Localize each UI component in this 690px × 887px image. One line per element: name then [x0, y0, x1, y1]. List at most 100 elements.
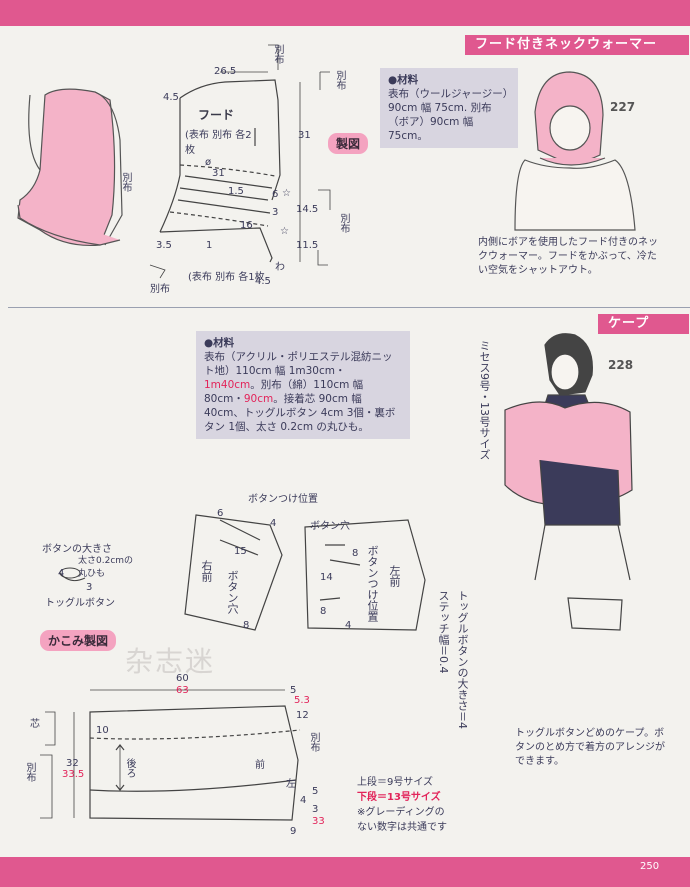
cape-f-d8c: 8 — [320, 606, 327, 617]
cape-materials-red2: 90cm — [243, 393, 274, 405]
bottom-band — [0, 857, 690, 887]
cape-toggle-size-v: トッグルボタンの大きさ＝4 — [456, 590, 469, 729]
cape-stitch-v: ステッチ幅＝0.4 — [437, 590, 450, 674]
cape-front-pieces — [184, 514, 426, 631]
hood-d1: 1 — [206, 240, 213, 251]
cape-button-pos-v: ボタンつけ位置 — [366, 545, 379, 622]
cape-materials: ●材料 表布（アクリル・ポリエステル混紡ニット地）110cm 幅 1m30cm・… — [196, 331, 410, 439]
cape-size-vertical: ミセス9号・13号サイズ — [478, 340, 491, 460]
hood-piece-name: フード — [198, 108, 235, 122]
top-band — [0, 0, 690, 26]
hood-illustration — [17, 88, 123, 247]
cape-legend2: 下段＝13号サイズ — [357, 792, 441, 803]
cape-k-d335: 33.5 — [62, 769, 85, 780]
cape-materials-title: ●材料 — [204, 337, 235, 349]
hood-materials-title: ●材料 — [388, 74, 419, 86]
hood-d31b: 31 — [212, 168, 225, 179]
cape-f-d8b: 8 — [352, 548, 359, 559]
hood-piece-fabric: (表布 別布 各2枚 — [185, 130, 252, 156]
section-divider — [8, 307, 690, 308]
hood-description: 内側にボアを使用したフード付きのネックウォーマー。フードをかぶって、冷たい空気を… — [478, 237, 658, 276]
cape-button-hole-v: ボタン穴 — [226, 570, 239, 614]
cape-materials-line2: 。別布（綿）110cm 幅 80cm・ — [204, 379, 364, 405]
hood-d16: 16 — [240, 220, 253, 231]
cape-k-betsu-left: 別布 — [24, 762, 35, 782]
hood-betsu-right1: 別布 — [334, 70, 345, 90]
cape-legend1: 上段＝9号サイズ — [357, 777, 434, 788]
cape-cord-label: 太さ0.2cmの丸ひも — [78, 556, 134, 579]
cape-k-d3: 3 — [312, 804, 319, 815]
cape-k-d63: 63 — [176, 685, 189, 696]
page-number: 250 — [640, 861, 660, 872]
cape-k-betsu-right: 別布 — [308, 732, 319, 752]
cape-k-d12: 12 — [296, 710, 309, 721]
cape-f-d4: 4 — [270, 518, 277, 529]
hood-d35: 3.5 — [156, 240, 172, 251]
hood-betsu-bottom: 別布 — [150, 284, 170, 295]
cape-k-d33: 33 — [312, 816, 325, 827]
hood-d6: 6 — [272, 189, 279, 200]
cape-button-size-label: ボタンの大きさ — [42, 544, 112, 555]
hood-title-tag: フード付きネックウォーマー — [465, 35, 689, 55]
hood-materials-text: 表布（ウールジャージー）90cm 幅 75cm. 別布（ボア）90cm 幅 75… — [388, 88, 509, 142]
cape-k-d10: 10 — [96, 725, 109, 736]
cape-btn-d3: 3 — [86, 582, 93, 593]
cape-kakomi-label: かこみ製図 — [40, 630, 117, 651]
cape-k-ushiro: 後ろ — [124, 758, 135, 778]
hood-model-illustration — [514, 71, 636, 231]
hood-d115: 11.5 — [296, 240, 319, 251]
hood-d265: 26.5 — [214, 66, 237, 77]
cape-f-d4b: 4 — [345, 620, 352, 631]
cape-legend3: ※グレーディングの — [357, 807, 445, 818]
hood-seizu-label: 製図 — [328, 133, 369, 154]
cape-description: トッグルボタンどめのケープ。ボタンのとめ方で着方のアレンジができます。 — [515, 728, 665, 767]
cape-btn-d4: 4 — [58, 568, 65, 579]
cape-watermark: 杂志迷 — [125, 645, 216, 678]
cape-right-front: 右前 — [200, 560, 213, 582]
cape-k-d4: 4 — [300, 795, 307, 806]
cape-k-d60: 60 — [176, 673, 189, 684]
hood-star1: ☆ — [282, 188, 291, 199]
cape-f-d6: 6 — [217, 508, 224, 519]
hood-number: 227 — [610, 100, 636, 114]
cape-left-front: 左前 — [388, 565, 401, 587]
kakomi-pattern — [40, 689, 301, 821]
hood-pattern — [149, 44, 331, 279]
hood-d15: 1.5 — [228, 186, 244, 197]
hood-star2: ☆ — [280, 226, 289, 237]
cape-k-d5b: 5 — [312, 786, 319, 797]
cape-f-d8a: 8 — [243, 620, 250, 631]
cape-model-illustration — [504, 333, 633, 631]
hood-wa: わ — [275, 262, 285, 273]
cape-k-d32: 32 — [66, 758, 79, 769]
hood-d145: 14.5 — [296, 204, 319, 215]
hood-betsu-illus: 別布 — [120, 172, 131, 192]
cape-number: 228 — [608, 358, 634, 372]
cape-title-tag: ケープ — [598, 314, 689, 334]
toggle-button-detail — [59, 567, 86, 582]
cape-materials-line1: 表布（アクリル・ポリエステル混紡ニット地）110cm 幅 1m30cm・ — [204, 351, 393, 377]
hood-d31a: 31 — [298, 130, 311, 141]
cape-button-pos-label: ボタンつけ位置 — [248, 494, 318, 505]
cape-k-d5: 5 — [290, 685, 297, 696]
hood-phi: ø — [205, 157, 212, 168]
cape-f-d14: 14 — [320, 572, 333, 583]
cape-toggle-button-label: トッグルボタン — [45, 598, 115, 609]
hood-d45b: 4.5 — [255, 276, 271, 287]
cape-k-hidari: 左 — [286, 779, 296, 790]
hood-materials: ●材料 表布（ウールジャージー）90cm 幅 75cm. 別布（ボア）90cm … — [380, 68, 518, 148]
hood-betsu-right2: 別布 — [338, 213, 349, 233]
cape-legend4: ない数字は共通です — [357, 822, 447, 833]
hood-betsu-top: 別布 — [272, 44, 283, 64]
cape-button-hole-label: ボタン穴 — [310, 521, 350, 532]
hood-d45: 4.5 — [163, 92, 179, 103]
cape-materials-red1: 1m40cm — [204, 379, 251, 391]
hood-d3: 3 — [272, 207, 279, 218]
cape-k-mae: 前 — [255, 760, 265, 771]
cape-f-d15: 15 — [234, 546, 247, 557]
cape-k-shin: 芯 — [30, 719, 40, 730]
cape-k-d9: 9 — [290, 826, 297, 837]
cape-k-d53: 5.3 — [294, 695, 310, 706]
hood-piece2: (表布 別布 各1枚 — [188, 272, 265, 283]
